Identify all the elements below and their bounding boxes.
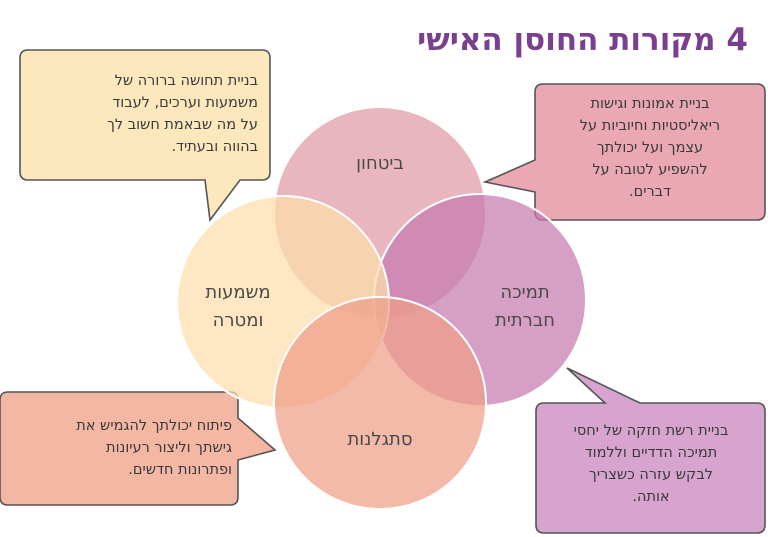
callout-bottom-right: [535, 367, 766, 534]
label-histaglut-text: סתגלנות: [347, 429, 413, 450]
callout-line: פיתוח יכולתך להגמיש את: [76, 418, 232, 434]
circle-label-tmicha: תמיכה חברתית: [470, 279, 580, 335]
callout-line: בניית רשת חזקה של יחסי: [573, 423, 729, 439]
callout-line: להשפיע לטובה על: [592, 162, 708, 178]
label-bitachon-text: ביטחון: [356, 153, 404, 174]
label-mashmaut-line1: משמעות: [205, 282, 271, 303]
callout-top-left-text: בניית תחושה ברורה של משמעות וערכים, לעבו…: [30, 70, 258, 158]
callout-line: בניית תחושה ברורה של: [114, 73, 258, 89]
callout-bottom-left-text: פיתוח יכולתך להגמיש את גישתך וליצור רעיו…: [10, 415, 232, 481]
label-tmicha-line2: חברתית: [494, 310, 555, 331]
callout-line: תמיכה הדדיים וללמוד: [584, 445, 718, 461]
callout-bottom-right-text: בניית רשת חזקה של יחסי תמיכה הדדיים וללמ…: [545, 420, 757, 508]
circle-label-bitachon: ביטחון: [320, 150, 440, 178]
callout-line: בניית אמונות וגישות: [590, 96, 710, 112]
page-title: 4 מקורות החוסן האישי: [417, 22, 748, 58]
callout-line: לבקש עזרה כשצריך: [589, 467, 713, 483]
callout-line: אותה.: [632, 489, 670, 505]
callout-line: משמעות וערכים, לעבוד: [112, 95, 258, 111]
callout-top-left: [19, 49, 271, 223]
callout-line: ריאליסטיות וחיוביות על: [579, 118, 721, 134]
circle-label-histaglut: סתגלנות: [320, 426, 440, 454]
callout-line: על מה שבאמת חשוב לך: [107, 117, 258, 133]
callout-bottom-right-shape: [535, 367, 766, 534]
label-tmicha-line1: תמיכה: [500, 282, 550, 303]
circle-histaglut: [273, 296, 487, 510]
callout-line: גישתך וליצור רעיונות: [106, 440, 232, 456]
callout-line: בהווה ובעתיד.: [171, 139, 258, 155]
callout-top-left-shape: [19, 49, 271, 223]
callout-line: ופתרונות חדשים.: [128, 462, 232, 478]
callout-line: עצמך ועל יכולתך: [596, 140, 704, 156]
callout-top-right-text: בניית אמונות וגישות ריאליסטיות וחיוביות …: [545, 93, 755, 203]
label-mashmaut-line2: ומטרה: [212, 310, 264, 331]
circle-label-mashmaut: משמעות ומטרה: [178, 279, 298, 335]
callout-line: דברים.: [629, 184, 671, 200]
